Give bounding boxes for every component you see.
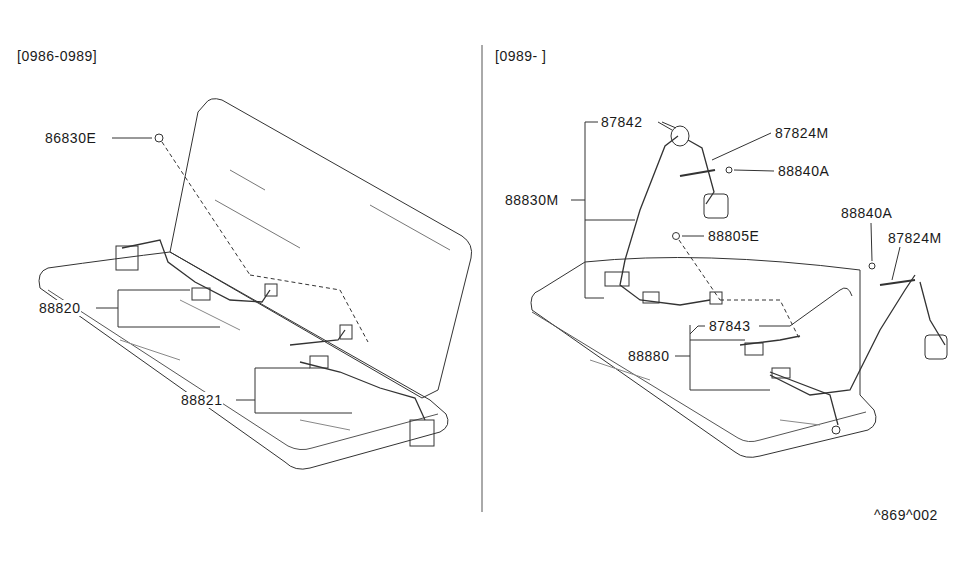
part-number: 87842 bbox=[600, 114, 643, 130]
bracket-line bbox=[675, 325, 770, 390]
mount-plate bbox=[880, 280, 915, 285]
buckle-tongue bbox=[192, 288, 210, 300]
lap-belt bbox=[740, 336, 838, 425]
leader-line bbox=[892, 247, 900, 280]
leader-line bbox=[112, 138, 152, 139]
part-number: 88840A bbox=[840, 205, 893, 221]
buckle-tongue bbox=[310, 356, 328, 368]
seat-back bbox=[170, 99, 472, 398]
cushion-shading bbox=[590, 360, 820, 425]
part-number: 87824M bbox=[887, 230, 943, 246]
part-number: 88820 bbox=[38, 300, 81, 316]
shoulder-belt bbox=[920, 282, 945, 345]
retractor bbox=[116, 246, 138, 270]
bracket-line bbox=[96, 290, 220, 327]
anchor-bracket bbox=[605, 272, 629, 286]
screw bbox=[673, 233, 680, 240]
variant-label: [0989- ] bbox=[494, 48, 547, 64]
figure-code: ^869^002 bbox=[873, 507, 939, 523]
leader-line bbox=[734, 170, 774, 171]
buckle-tongue bbox=[745, 343, 763, 355]
cushion-edge bbox=[48, 290, 438, 450]
dashed-line bbox=[162, 142, 368, 342]
bracket-line bbox=[236, 368, 352, 413]
seat-cushion bbox=[39, 252, 448, 469]
buckle-tongue bbox=[643, 292, 659, 303]
part-number: 88840A bbox=[777, 163, 830, 179]
leader-line bbox=[690, 290, 840, 334]
anchor-bracket bbox=[265, 284, 277, 296]
part-number: 86830E bbox=[44, 130, 97, 146]
part-number: 88805E bbox=[707, 228, 760, 244]
bolt bbox=[726, 167, 732, 173]
divider-line bbox=[482, 45, 483, 512]
part-number: 87843 bbox=[708, 318, 751, 334]
leader-line bbox=[658, 122, 672, 130]
screw bbox=[155, 134, 163, 142]
retractor bbox=[925, 335, 947, 359]
dashed-line bbox=[679, 240, 800, 340]
leader-line bbox=[871, 223, 872, 261]
part-number: 87824M bbox=[774, 125, 830, 141]
mount-plate bbox=[680, 170, 715, 176]
guide-loop bbox=[671, 126, 689, 146]
variant-label: [0986-0989] bbox=[16, 48, 98, 64]
leader-line bbox=[712, 133, 771, 160]
bolt bbox=[869, 263, 875, 269]
guide-loop bbox=[840, 288, 852, 296]
anchor-bracket bbox=[340, 325, 352, 339]
anchor-bolt bbox=[832, 426, 840, 434]
cushion-shading bbox=[120, 300, 350, 430]
bracket-line bbox=[571, 122, 676, 298]
leader-line bbox=[682, 236, 704, 237]
retractor bbox=[410, 420, 434, 446]
cushion-edge bbox=[532, 312, 866, 442]
lap-belt bbox=[290, 330, 425, 420]
seat-back-shading bbox=[215, 170, 450, 250]
seat-cushion bbox=[531, 258, 876, 458]
part-number: 88880 bbox=[627, 348, 670, 364]
buckle bbox=[772, 368, 790, 378]
retractor bbox=[704, 194, 728, 218]
part-number: 88821 bbox=[180, 392, 223, 408]
shoulder-belt bbox=[770, 275, 915, 395]
part-number: 88830M bbox=[504, 192, 560, 208]
